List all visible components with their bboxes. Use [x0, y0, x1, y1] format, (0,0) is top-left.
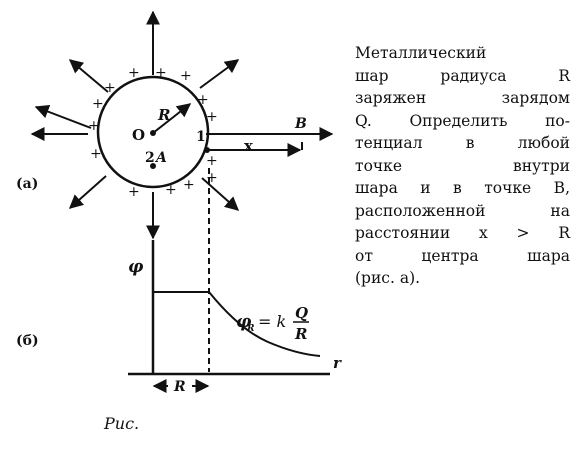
- formula-lhs: φ: [236, 312, 252, 332]
- charge-sign: +: [183, 177, 195, 193]
- charge-sign: +: [104, 80, 116, 96]
- problem-line: шара и в точке B,: [355, 179, 570, 197]
- problem-line: тенциал в любой: [355, 134, 570, 152]
- problem-line: (рис. а).: [355, 269, 421, 287]
- problem-line: расположенной на: [355, 201, 570, 220]
- problem-statement: Металлический шар радиуса R заряжен заря…: [355, 42, 570, 290]
- charge-sign: +: [90, 146, 102, 162]
- point-2-label: 2: [145, 150, 155, 166]
- radius-arrow: [152, 103, 192, 134]
- field-line-upper-right: [199, 59, 240, 89]
- charge-sign: +: [206, 170, 218, 186]
- charge-sign: +: [92, 96, 104, 112]
- r-axis-label: r: [333, 354, 342, 372]
- problem-line: точке внутри: [355, 156, 570, 175]
- formula-numerator: Q: [295, 304, 308, 322]
- problem-line: расстоянии x > R: [355, 224, 570, 242]
- problem-line: от центра шара: [355, 246, 570, 265]
- center-label: O: [132, 126, 145, 144]
- center-point-o: [150, 130, 156, 136]
- radius-span-label: R: [173, 379, 186, 395]
- charge-sign: +: [165, 182, 177, 198]
- point-a-label: A: [154, 150, 167, 166]
- potential-outside-curve: [208, 291, 321, 357]
- charge-sign: +: [128, 65, 140, 81]
- field-line-lower-left: [68, 175, 107, 209]
- problem-line: шар радиуса R: [355, 66, 570, 85]
- point-b-label: B: [294, 116, 307, 132]
- charge-sign: +: [197, 92, 209, 108]
- point-1: [204, 147, 210, 153]
- formula-eq: = k: [258, 312, 286, 331]
- formula-denominator: R: [294, 325, 307, 343]
- problem-line: Металлический: [355, 44, 487, 62]
- point-1-label: 1: [196, 129, 206, 145]
- charge-sign: +: [128, 184, 140, 200]
- part-b-label: (б): [16, 333, 39, 349]
- radius-label: R: [157, 106, 170, 124]
- charge-sign: +: [88, 118, 100, 134]
- field-line-left-high: [34, 104, 92, 129]
- metal-sphere: [96, 75, 210, 189]
- figure-caption: Рис.: [104, 414, 140, 433]
- problem-line: Q. Определить по-: [355, 111, 570, 130]
- distance-x-label: x: [244, 137, 254, 155]
- formula-lhs-sub: R: [246, 324, 255, 334]
- phi-axis-label: φ: [128, 257, 144, 277]
- charge-sign: +: [180, 68, 192, 84]
- part-a-label: (а): [16, 176, 38, 192]
- surface-charges: + + + + + + + + + + + + + +: [88, 65, 218, 200]
- field-line-upper-left: [68, 59, 109, 93]
- charge-sign: +: [155, 65, 167, 81]
- charge-sign: +: [206, 153, 218, 169]
- problem-line: заряжен зарядом: [355, 89, 570, 107]
- potential-formula: φ R = k Q R: [236, 304, 309, 343]
- point-a: [150, 163, 156, 169]
- field-lines: [30, 10, 334, 240]
- charge-sign: +: [206, 109, 218, 125]
